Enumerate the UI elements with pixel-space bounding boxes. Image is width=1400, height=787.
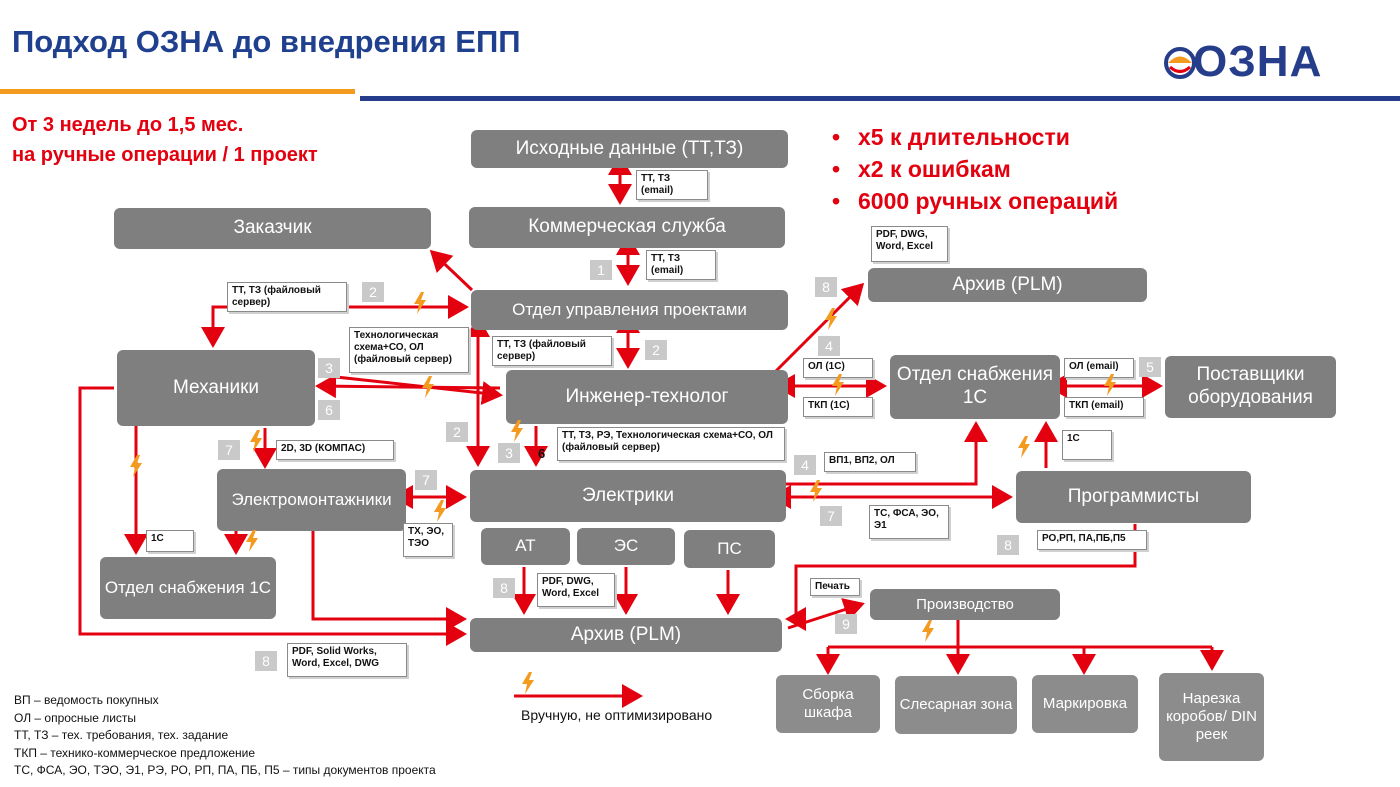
node-suppliers: Поставщики оборудования [1165,356,1336,418]
bullet-errors: •x2 к ошибкам [832,156,1011,182]
node-electric-installers: Электромонтажники [217,469,406,531]
lightning-icon [246,530,258,552]
legend-caption: Вручную, не оптимизировано [521,707,713,723]
note-tt-tz-email: ТТ, ТЗ (email) [646,250,716,280]
bullet-text: x2 к ошибкам [858,156,1011,182]
node-es: ЭС [577,528,675,565]
note-print: Печать [810,578,860,596]
node-ps: ПС [684,530,775,568]
node-cabinet-assembly: Сборка шкафа [776,675,880,733]
lightning-icon [414,292,426,314]
ozna-logo-icon [1164,47,1196,79]
bullet-text: 6000 ручных операций [858,188,1119,214]
lightning-icon [511,420,523,442]
step-number: 6 [318,400,340,420]
node-project-office: Отдел управления проектами [471,290,788,330]
node-archive-top: Архив (PLM) [868,268,1147,302]
note-ts-fsa: ТС, ФСА, ЭО, Э1 [869,505,949,539]
node-archive-bottom: Архив (PLM) [470,618,782,652]
header-orange-stripe [0,89,355,94]
step-number: 7 [820,506,842,526]
step-number: 8 [997,535,1019,555]
note-pdf-solidworks: PDF, Solid Works, Word, Excel, DWG [287,643,407,677]
node-production: Производство [870,589,1060,620]
lightning-icon [810,480,822,502]
abbreviation-legend: ВП – ведомость покупных ОЛ – опросные ли… [14,692,436,780]
note-tkp-1c: ТКП (1С) [803,397,873,417]
legend-item: ОЛ – опросные листы [14,710,137,725]
lightning-icon [130,455,142,477]
lightning-icon [522,672,534,694]
step-number: 5 [1139,357,1161,377]
step-number: 2 [645,340,667,360]
node-process-engineer: Инженер-технолог [506,370,788,424]
step-number: 7 [218,440,240,460]
step-number: 7 [415,470,437,490]
node-marking: Маркировка [1032,675,1138,733]
lightning-icon [922,620,934,642]
lightning-icon [832,374,844,396]
note-pdf-dwg: PDF, DWG, Word, Excel [537,573,615,607]
lightning-icon [1104,374,1116,396]
node-cutting: Нарезка коробов/ DIN реек [1159,673,1264,761]
note-tx-eo: ТХ, ЭО, ТЭО [403,523,453,557]
node-customer: Заказчик [114,208,431,249]
step-number: 3 [318,358,340,378]
legend-item: ТТ, ТЗ – тех. требования, тех. задание [14,728,229,742]
note-tech-scheme: Технологическая схема+СО, ОЛ (файловый с… [349,327,469,373]
note-1c: 1С [146,530,194,552]
step-number: 3 [498,443,520,463]
step-number: 4 [818,336,840,356]
note-tkp-email: ТКП (email) [1064,397,1144,417]
bullet-text: x5 к длительности [858,124,1070,150]
lightning-icon [825,308,837,330]
note-2d-3d: 2D, 3D (КОМПАС) [276,440,394,460]
node-at: АТ [481,528,570,565]
step-number: 4 [794,455,816,475]
node-electricians: Электрики [470,470,786,522]
note-vp: ВП1, ВП2, ОЛ [824,452,916,472]
node-commercial: Коммерческая служба [469,207,785,248]
note-tt-long: ТТ, ТЗ, РЭ, Технологическая схема+СО, ОЛ… [557,427,785,461]
lightning-icon [1018,436,1030,458]
node-locksmith-zone: Слесарная зона [895,676,1017,734]
bullet-duration: •x5 к длительности [832,124,1070,150]
node-programmers: Программисты [1016,471,1251,523]
step-number: 8 [493,578,515,598]
step-number: 1 [590,260,612,280]
step-number: 2 [362,282,384,302]
logo-text: ОЗНА [1193,37,1323,86]
lightning-icon [434,500,446,522]
note-tt-tz-fileserver: ТТ, ТЗ (файловый сервер) [492,336,612,366]
note-tt-tz-fileserver: ТТ, ТЗ (файловый сервер) [227,282,347,312]
node-supply-right: Отдел снабжения 1С [890,355,1060,419]
note-ro-rp: РО,РП, ПА,ПБ,П5 [1037,530,1147,550]
node-mechanics: Механики [117,350,315,426]
page-title: Подход ОЗНА до внедрения ЕПП [12,24,521,59]
legend-item: ТС, ФСА, ЭО, ТЭО, Э1, РЭ, РО, РП, ПА, ПБ… [14,763,436,777]
legend-item: ВП – ведомость покупных [14,693,159,707]
step-number: 9 [835,614,857,634]
bullet-operations: •6000 ручных операций [832,188,1119,214]
legend-item: ТКП – технико-коммерческое предложение [14,745,256,760]
note-ol-email: ОЛ (email) [1064,358,1134,378]
step-number: 2 [446,422,468,442]
lead-line-1: От 3 недель до 1,5 мес. [12,114,244,136]
header-blue-stripe [360,96,1400,101]
note-pdf-dwg: PDF, DWG, Word, Excel [871,226,948,262]
lightning-icon [250,430,262,452]
lead-line-2: на ручные операции / 1 проект [12,144,318,166]
note-1c: 1С [1062,430,1112,460]
lightning-icon [422,376,434,398]
step-number-plain: 6 [538,446,546,461]
step-number: 8 [815,277,837,297]
note-tt-tz-email: ТТ, ТЗ (email) [636,170,708,200]
node-source-data: Исходные данные (ТТ,ТЗ) [471,130,788,168]
step-number: 8 [255,651,277,671]
node-supply-left: Отдел снабжения 1С [100,557,276,619]
